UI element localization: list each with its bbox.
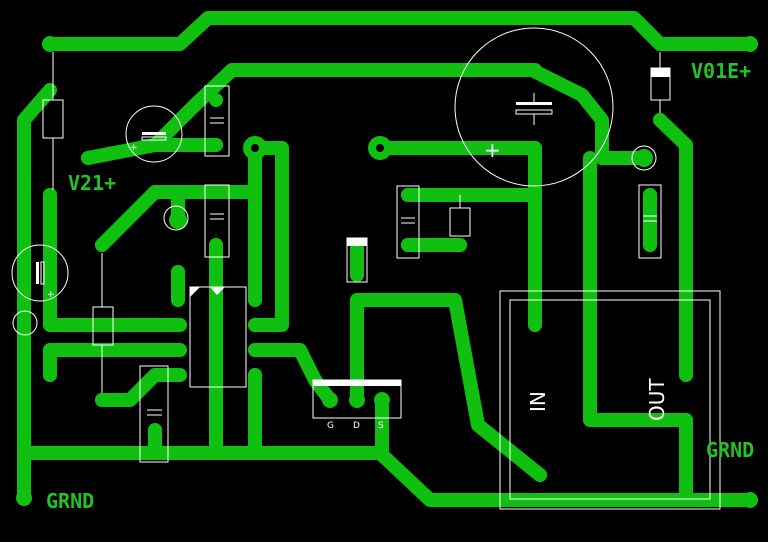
label-regulator-in: IN: [526, 391, 550, 412]
pad: [95, 393, 109, 407]
regulator-pin: [528, 318, 542, 332]
trace-right-ic: [248, 141, 289, 332]
pad: [453, 238, 467, 252]
ic-pin: [171, 265, 185, 279]
ic-pin: [248, 368, 262, 382]
label-mosfet-g: G: [327, 421, 334, 431]
pad: [635, 149, 653, 167]
pad: [742, 36, 758, 52]
pad: [43, 368, 57, 382]
label-plus-big-cap: +: [484, 138, 501, 162]
pad: [81, 151, 95, 165]
regulator-pin: [679, 413, 693, 427]
pad: [653, 113, 667, 127]
label-plus-small-cap: +: [130, 143, 138, 153]
resistor-outline: [42, 99, 64, 139]
capacitor-outline: [638, 184, 662, 259]
label-v12: V21+: [68, 171, 116, 195]
capacitor-outline: [204, 85, 230, 157]
ic-pin: [248, 318, 262, 332]
copper-traces: [17, 11, 757, 507]
regulator-pin: [533, 468, 547, 482]
big-electrolytic-cap-outline: [454, 27, 614, 187]
pad: [643, 188, 657, 202]
ic-pin: [171, 293, 185, 307]
pad: [148, 138, 162, 152]
silkscreen: [11, 27, 721, 510]
pad: [653, 37, 667, 51]
label-mosfet-d: D: [353, 421, 360, 431]
trace-left-col: [43, 188, 187, 332]
ic-pin: [171, 318, 185, 332]
trace-left-lower: [43, 343, 187, 382]
trace-right-out: [583, 151, 693, 507]
pad: [43, 288, 57, 302]
pad: [43, 188, 57, 202]
mosfet-pin-g: [322, 392, 338, 408]
pad: [643, 238, 657, 252]
pad: [401, 238, 415, 252]
mosfet-pin-s: [374, 392, 390, 408]
pad: [528, 141, 542, 155]
trace-gate: [248, 343, 337, 407]
electrolytic-cap-outline: [125, 105, 183, 163]
pad: [209, 138, 223, 152]
trace-top-rail: [43, 11, 757, 51]
label-plus-left-cap: +: [47, 290, 55, 300]
pad: [595, 151, 609, 165]
pad: [401, 188, 415, 202]
pad: [18, 369, 30, 381]
pad: [16, 490, 32, 506]
pad: [209, 93, 223, 107]
pad: [95, 238, 109, 252]
capacitor-outline: [396, 185, 420, 259]
pad: [350, 268, 364, 282]
labels: V01E+ V21+ GRND GRND IN OUT G D S + + +: [46, 59, 754, 513]
pad: [528, 63, 542, 77]
capacitor-outline: [204, 184, 230, 258]
pad: [209, 238, 223, 252]
label-grnd-left: GRND: [46, 489, 94, 513]
regulator-pin: [679, 368, 693, 382]
trace-diag-left: [95, 185, 262, 252]
pads: [16, 36, 758, 508]
pad: [169, 211, 187, 229]
label-grnd-right: GRND: [706, 438, 754, 462]
regulator-outline: [499, 290, 721, 510]
ic-pin: [248, 293, 262, 307]
ic-pin: [171, 343, 185, 357]
label-v310: V01E+: [691, 59, 751, 83]
capacitor-outline: [139, 365, 169, 463]
label-regulator-out: OUT: [645, 378, 669, 421]
pad: [148, 446, 162, 460]
electrolytic-cap-outline: [11, 244, 69, 302]
resistor-outline: [92, 306, 114, 346]
trace-ground-bottom: [17, 446, 757, 507]
trace-drain: [350, 293, 547, 482]
trace-right-diode: [653, 113, 693, 382]
label-mosfet-s: S: [378, 421, 384, 431]
ic-pin: [248, 343, 262, 357]
pad: [18, 317, 30, 329]
resistor-outline: [449, 207, 471, 237]
pad: [742, 492, 758, 508]
ic-pin: [171, 368, 185, 382]
pad: [43, 263, 57, 277]
pad: [209, 185, 223, 199]
mosfet-pin-d: [349, 392, 365, 408]
pad: [171, 185, 185, 199]
pad: [148, 368, 162, 382]
pad: [42, 36, 58, 52]
